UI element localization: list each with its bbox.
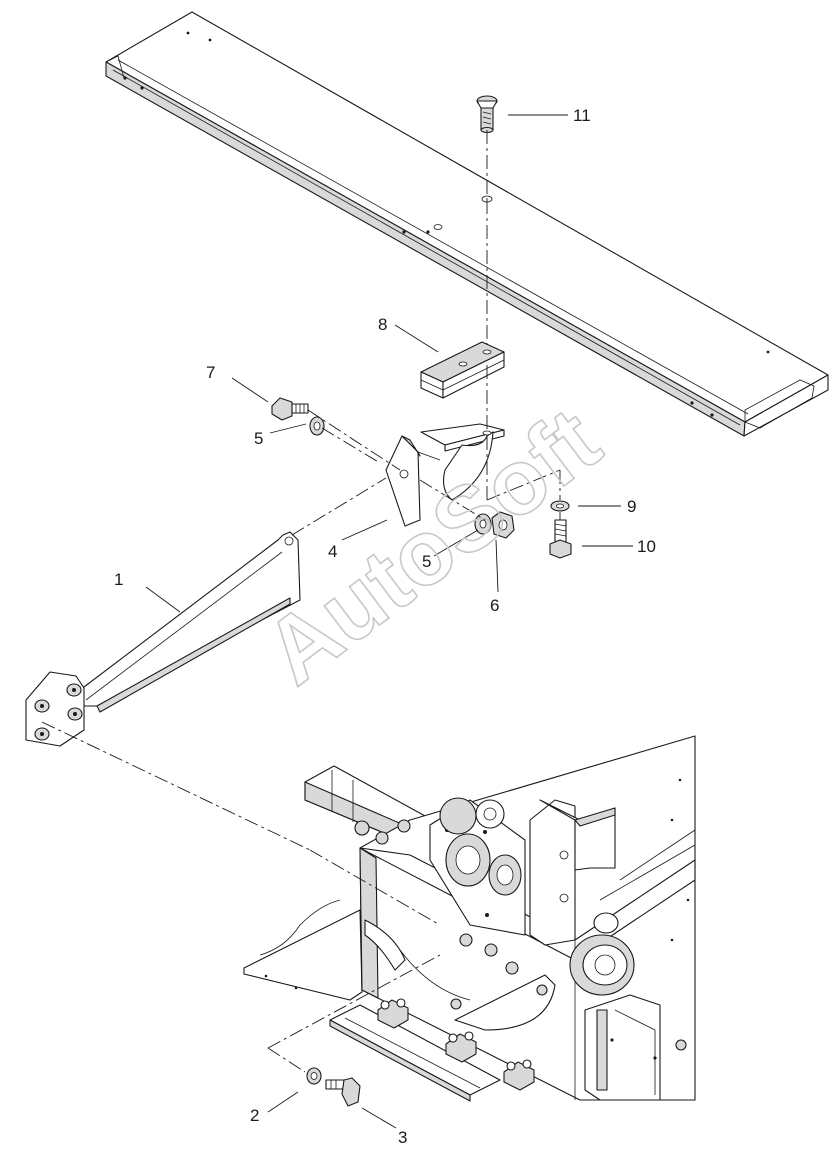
washer-2 xyxy=(306,1067,322,1085)
washer-5-left xyxy=(309,416,325,436)
callout-2: 2 xyxy=(250,1106,259,1125)
callout-4: 4 xyxy=(328,542,337,561)
support-bracket-4 xyxy=(385,423,505,527)
callout-3: 3 xyxy=(398,1128,407,1147)
callout-10: 10 xyxy=(637,537,656,556)
callout-leaders xyxy=(145,114,633,1129)
washer-9 xyxy=(550,500,570,512)
callout-1: 1 xyxy=(114,570,123,589)
assembly-center-lines xyxy=(41,130,561,1073)
spacer-block-8 xyxy=(420,341,505,399)
callout-5a: 5 xyxy=(254,429,263,448)
callout-labels: 1 2 3 4 5 5 6 7 8 9 10 11 xyxy=(114,106,656,1147)
top-rail-beam xyxy=(105,11,829,437)
countersunk-screw-11 xyxy=(476,95,498,134)
nut-and-washer-6 xyxy=(474,511,515,539)
hex-bolt-10 xyxy=(549,519,572,559)
hex-bolt-7 xyxy=(271,397,309,421)
callout-6: 6 xyxy=(490,596,499,615)
hex-bolt-3 xyxy=(325,1077,361,1107)
callout-5b: 5 xyxy=(422,552,431,571)
callout-9: 9 xyxy=(627,497,636,516)
long-strut-1 xyxy=(25,531,301,747)
callout-11: 11 xyxy=(573,106,591,125)
callout-7: 7 xyxy=(206,363,215,382)
callout-8: 8 xyxy=(378,315,387,334)
machine-frame-assembly xyxy=(243,735,696,1102)
